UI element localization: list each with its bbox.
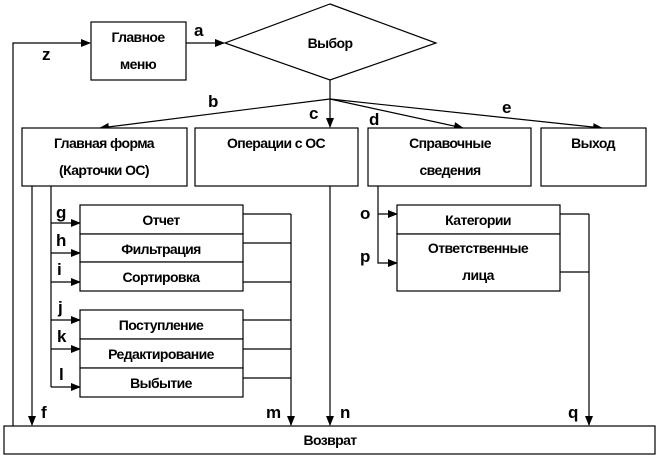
node-responsible-line2: лица xyxy=(462,267,494,283)
edge-label-f: f xyxy=(41,403,47,422)
node-edit xyxy=(79,338,244,369)
node-sort xyxy=(79,261,244,292)
edge-z xyxy=(12,39,91,426)
edge-label-q: q xyxy=(568,403,578,422)
node-operations xyxy=(194,127,359,187)
edge-label-d: d xyxy=(369,110,379,129)
node-choice-label: Выбор xyxy=(308,35,353,51)
edge-label-p: p xyxy=(360,247,370,266)
edge-label-h: h xyxy=(56,231,66,250)
edge-label-g: g xyxy=(56,203,66,222)
edge-p xyxy=(377,186,398,267)
edge-b xyxy=(99,98,331,131)
node-main-form-line1: Главная форма xyxy=(54,135,155,151)
node-sort-label: Сортировка xyxy=(123,269,201,285)
edge-e xyxy=(329,98,603,132)
node-reference-line1: Справочные xyxy=(409,135,492,151)
node-receipt-label: Поступление xyxy=(119,317,204,333)
edge-label-e: e xyxy=(502,98,511,117)
node-report-label: Отчет xyxy=(142,212,180,228)
node-return xyxy=(3,425,656,455)
node-filter-label: Фильтрация xyxy=(121,241,201,257)
node-receipt xyxy=(79,309,244,340)
edge-label-l: l xyxy=(59,365,64,384)
edge-label-n: n xyxy=(340,403,350,422)
node-disposal-label: Выбытие xyxy=(130,375,193,391)
node-report xyxy=(79,204,244,235)
edge-label-c: c xyxy=(309,104,318,123)
node-categories-label: Категории xyxy=(445,212,511,228)
node-main-menu-line1: Главное xyxy=(111,29,165,45)
node-main-form xyxy=(21,127,188,187)
edge-label-a: a xyxy=(194,21,204,40)
node-reference xyxy=(367,127,532,187)
edge-label-i: i xyxy=(57,260,62,279)
edge-d xyxy=(329,98,464,130)
node-main-menu-line2: меню xyxy=(120,56,157,72)
node-disposal xyxy=(79,367,244,398)
edge-label-z: z xyxy=(42,45,51,64)
node-main-menu xyxy=(90,21,187,81)
edge-label-b: b xyxy=(208,92,218,111)
node-reference-line2: сведения xyxy=(419,162,481,178)
node-return-label: Возврат xyxy=(303,432,357,448)
edge-label-k: k xyxy=(57,327,67,346)
node-filter xyxy=(79,233,244,263)
node-exit-label: Выход xyxy=(571,135,615,151)
node-responsible xyxy=(396,233,561,292)
node-edit-label: Редактирование xyxy=(108,346,214,362)
node-exit xyxy=(540,127,647,187)
node-operations-label: Операции с ОС xyxy=(227,135,326,151)
node-main-form-line2: (Карточки ОС) xyxy=(59,162,149,178)
node-responsible-line1: Ответственные xyxy=(428,240,529,256)
edge-label-j: j xyxy=(57,298,63,317)
edge-label-m: m xyxy=(266,403,281,422)
edge-label-o: o xyxy=(360,204,370,223)
